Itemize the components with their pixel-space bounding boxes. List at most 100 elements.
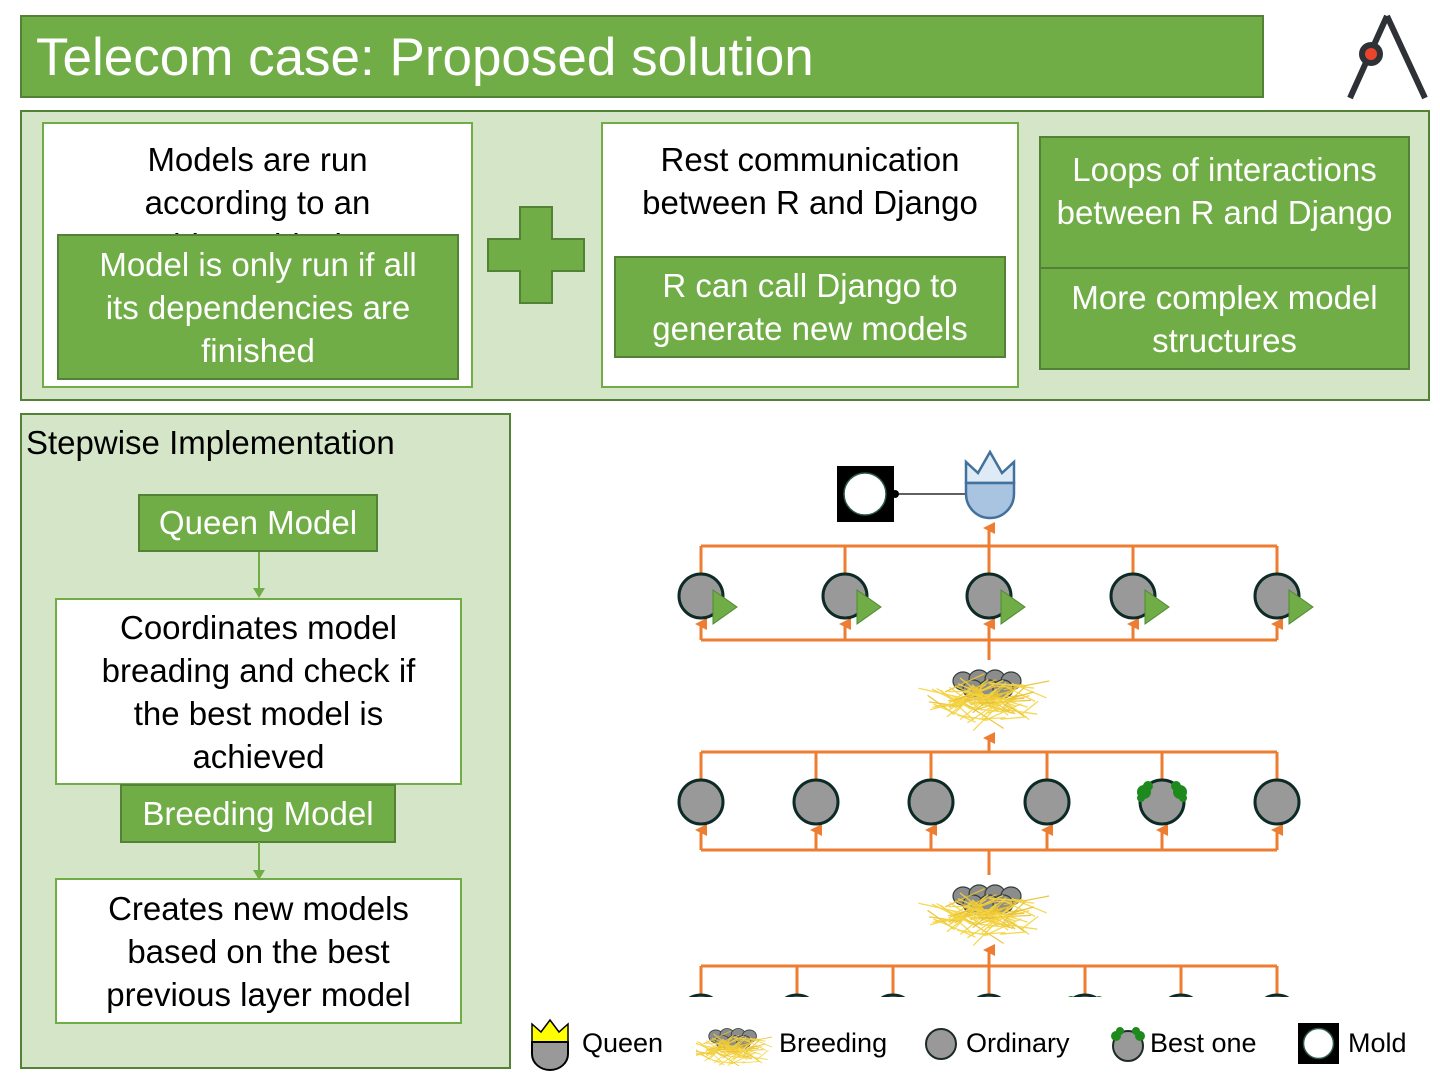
- stepwise-title: Stepwise Implementation: [26, 424, 395, 461]
- title-bar: Telecom case: Proposed solution: [20, 15, 1264, 98]
- nest-straw: [707, 1045, 722, 1057]
- nest-straw: [728, 1043, 749, 1063]
- queen-model-box: Queen Model: [138, 494, 378, 552]
- nest-straw: [953, 685, 999, 702]
- plus-icon: [487, 206, 585, 304]
- nest-straw: [994, 697, 1016, 703]
- nest-straw: [981, 907, 1010, 934]
- nest-straw: [1003, 685, 1027, 708]
- tuft-blob: [1068, 996, 1074, 997]
- queen-crown-icon: [964, 449, 1016, 485]
- queen-node: [964, 481, 1016, 520]
- nest-straw: [1004, 697, 1025, 701]
- best-node-tuft-icon: [1068, 996, 1102, 997]
- card-heading: Rest communication between R and Django: [642, 141, 978, 221]
- nest-straw: [725, 1055, 744, 1059]
- breeding-nest-icon: [684, 1020, 777, 1072]
- nest-straw: [994, 912, 1016, 918]
- nest-straw: [1003, 900, 1027, 923]
- ordinary-node: [1072, 993, 1098, 997]
- nest-straw: [734, 1042, 752, 1056]
- ordinary-node: [1253, 778, 1301, 826]
- nest-straw: [988, 897, 1035, 904]
- nest-straw: [1000, 931, 1027, 935]
- ordinary-node: [677, 778, 725, 826]
- callout-dependencies: Model is only run if all its dependencie…: [57, 234, 459, 380]
- nest-straw: [933, 918, 976, 938]
- breeding-nest-icon: [918, 669, 1050, 732]
- breeding-nest-icon: [918, 884, 1050, 947]
- nest-straw: [977, 708, 1004, 713]
- running-node: [1253, 572, 1301, 620]
- breeding-description-box: Creates new models based on the best pre…: [55, 878, 462, 1024]
- model-hierarchy-diagram: [677, 449, 1314, 997]
- ordinary-node: [688, 993, 714, 997]
- play-icon: [1288, 589, 1314, 625]
- nest-straw: [932, 703, 965, 708]
- nest-straw: [716, 1043, 744, 1052]
- queen-icon: [528, 1018, 572, 1072]
- flow-arrow: [253, 552, 265, 598]
- nest-straw: [951, 909, 971, 925]
- nest-straw: [940, 904, 975, 936]
- best-node-icon: [1108, 1022, 1148, 1064]
- play-icon: [1000, 589, 1026, 625]
- play-icon: [856, 589, 882, 625]
- nest-straw: [951, 694, 971, 710]
- ordinary-node: [880, 993, 906, 997]
- ordinary-node: [1264, 993, 1290, 997]
- nest-straw: [1000, 716, 1027, 720]
- best-node-tuft-icon: [1137, 781, 1187, 802]
- nest-straw: [963, 905, 1003, 919]
- nest-straw: [989, 905, 1015, 924]
- legend-label: Mold: [1348, 1028, 1407, 1058]
- nest-straw: [932, 918, 965, 923]
- nest-straw: [989, 690, 1015, 709]
- best-node: [1138, 778, 1186, 826]
- nest-straw: [743, 1039, 761, 1055]
- legend-label: Ordinary: [966, 1028, 1070, 1058]
- nest-straw: [1004, 912, 1025, 916]
- play-icon: [1144, 589, 1170, 625]
- nest-straw: [744, 1047, 759, 1050]
- ordinary-node: [1023, 778, 1071, 826]
- nest-straw: [744, 1035, 777, 1043]
- ordinary-node: [1168, 993, 1194, 997]
- nest-straw: [953, 900, 999, 917]
- mold-node-inner: [843, 472, 887, 516]
- nest-straw: [745, 1043, 766, 1050]
- nest-straw: [709, 1039, 741, 1051]
- callout-r-calls-django: R can call Django to generate new models: [614, 256, 1006, 358]
- card-complex-structures: More complex model structures: [1039, 267, 1410, 370]
- ordinary-node-icon: [924, 1027, 958, 1061]
- legend-label: Best one: [1150, 1028, 1257, 1058]
- compass-logo-icon: [1340, 10, 1430, 102]
- nest-straw: [935, 703, 958, 707]
- nest-straw: [940, 689, 975, 721]
- nest-straw: [1003, 895, 1050, 906]
- nest-straw: [694, 1052, 718, 1055]
- nest-straw: [988, 682, 1035, 689]
- nest-straw: [977, 923, 1004, 928]
- tuft-blob: [1137, 794, 1145, 802]
- nest-straw: [983, 695, 1030, 708]
- play-icon: [712, 589, 738, 625]
- nest-straw: [1005, 691, 1035, 701]
- nest-straw: [933, 703, 976, 723]
- tuft-blob: [1096, 996, 1102, 997]
- ordinary-node: [792, 778, 840, 826]
- running-node: [965, 572, 1013, 620]
- breeding-nest-icon: [684, 1028, 777, 1072]
- nest-straw: [735, 1054, 768, 1060]
- nest-straw: [737, 1047, 753, 1052]
- nest-straw: [699, 1042, 724, 1064]
- ordinary-node: [784, 993, 810, 997]
- nest-straw: [990, 921, 1038, 930]
- nest-straw: [1003, 680, 1050, 691]
- nest-straw: [963, 690, 1003, 704]
- running-node: [1109, 572, 1157, 620]
- nest-straw: [694, 1051, 725, 1066]
- nest-straw: [735, 1039, 751, 1042]
- legend-label: Breeding: [779, 1028, 888, 1058]
- ordinary-node: [907, 778, 955, 826]
